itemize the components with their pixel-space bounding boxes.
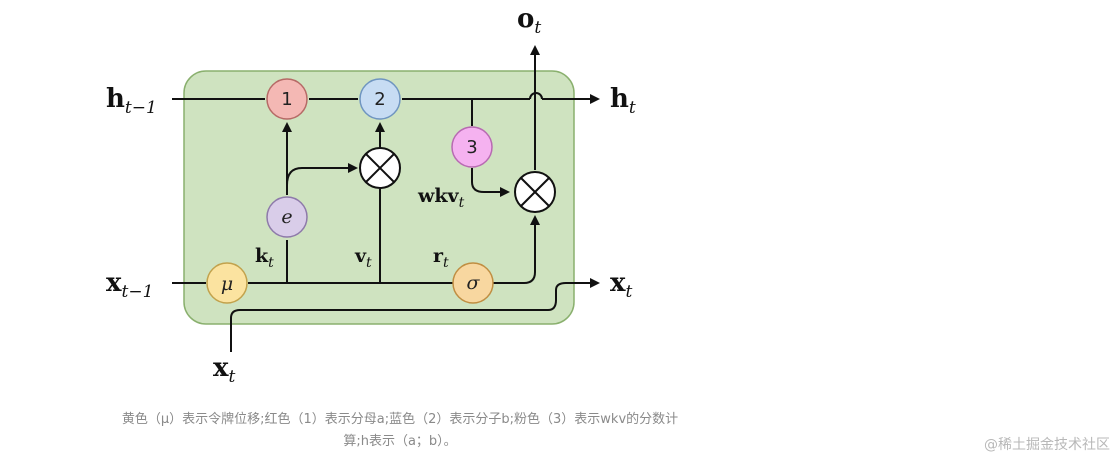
node-mu: μ	[206, 262, 248, 304]
svg-text:e: e	[281, 206, 292, 228]
node-3: 3	[451, 126, 493, 168]
label-x-prev: xt−1	[106, 268, 153, 302]
svg-text:2: 2	[374, 89, 385, 110]
node-2: 2	[359, 78, 401, 120]
label-r: rt	[433, 245, 449, 271]
label-wkv: wkvt	[417, 185, 465, 211]
node-sigma: σ	[452, 262, 494, 304]
svg-text:3: 3	[466, 137, 477, 158]
svg-text:1: 1	[281, 89, 292, 110]
watermark: @稀土掘金技术社区	[984, 437, 1110, 453]
node-1: 1	[266, 78, 308, 120]
multiply-node-kv	[359, 147, 401, 189]
label-h-out: ht	[610, 84, 636, 118]
caption-line-1: 黄色（μ）表示令牌位移;红色（1）表示分母a;蓝色（2）表示分子b;粉色（3）表…	[121, 412, 679, 427]
label-v: vt	[354, 245, 372, 271]
connection-wires	[172, 45, 600, 352]
svg-text:σ: σ	[467, 272, 481, 294]
multiply-node-output	[514, 171, 556, 213]
caption-line-2: 算;h表示（a；b）。	[343, 434, 457, 449]
svg-text:μ: μ	[221, 273, 233, 295]
label-x-in: xt	[213, 353, 236, 387]
label-h-prev: ht−1	[106, 84, 157, 118]
label-k: kt	[255, 245, 274, 271]
label-x-out: xt	[610, 268, 633, 302]
label-o-out: ot	[517, 4, 541, 38]
node-e: e	[266, 196, 308, 238]
